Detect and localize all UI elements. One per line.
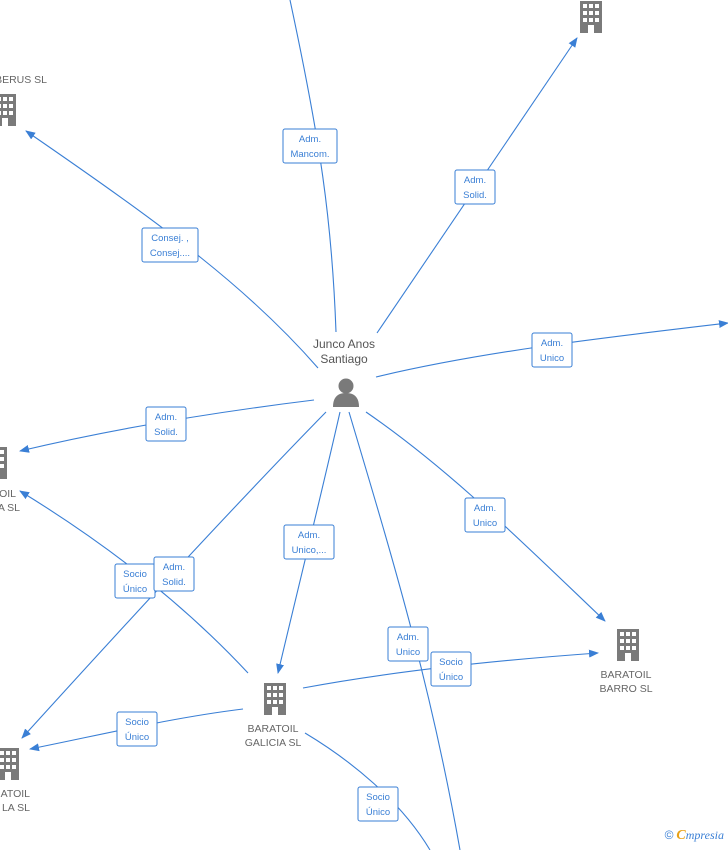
edge-label-socio-bl[interactable]: Socio Único [116,711,158,747]
edge-label-line2: Único [123,584,147,595]
company-name-line1: BARATOIL [248,723,299,735]
edge-label-solid-left[interactable]: Adm. Solid. [145,406,187,442]
edge-label-consej[interactable]: Consej. , Consej.... [141,227,199,263]
edge-label-line1: Socio [123,569,147,580]
building-icon [264,683,286,715]
edge-label-line1: Adm. [464,175,486,186]
edge-label-unico-right[interactable]: Adm. Unico [531,332,573,368]
building-icon [0,94,16,126]
company-node-top[interactable] [580,1,602,33]
company-node-berus[interactable]: BERUS SL [0,74,47,126]
edge-label-unico-barro[interactable]: Adm. Unico [464,497,506,533]
edge-label-line2: Solid. [162,577,186,588]
company-name-line2: GALICIA SL [245,737,302,749]
person-name-line1: Junco Anos [313,337,375,351]
edge-label-line1: Adm. [474,503,496,514]
company-name-line1: ATOIL [1,788,31,800]
edge-label-socio-barro[interactable]: Socio Único [430,651,472,687]
brand-name: mpresia [685,828,724,842]
edge-label-unico-galicia[interactable]: Adm. Unico,... [283,524,335,560]
edge-label-mancom[interactable]: Adm. Mancom. [282,128,338,164]
edge-label-line2: Unico,... [292,545,327,556]
edge-label-line1: Socio [366,792,390,803]
edge-label-line1: Adm. [163,562,185,573]
edge-label-line1: Adm. [397,632,419,643]
edge-label-line1: Adm. [299,134,321,145]
nodes: Junco Anos Santiago BERUS SL TOIL A SL A… [0,1,653,814]
edge-label-solid-top[interactable]: Adm. Solid. [454,169,496,205]
edge-label-socio-left[interactable]: Socio Único [114,563,156,599]
edge-label-line1: Adm. [298,530,320,541]
company-node-barro[interactable]: BARATOIL BARRO SL [599,629,653,695]
edge-label-line1: Consej. , [151,233,189,244]
person-node[interactable]: Junco Anos Santiago [313,337,375,407]
edge-label-line1: Adm. [541,338,563,349]
brand-initial: C [676,828,686,843]
company-name-line2: BARRO SL [599,683,652,695]
edge-label-line1: Adm. [155,412,177,423]
building-icon [0,447,7,479]
edge-socio-bottom [304,732,431,850]
building-icon [617,629,639,661]
edge-label-line2: Mancom. [290,149,329,160]
company-node-left-mid[interactable]: TOIL A SL [0,447,20,514]
edge-label-line1: Socio [125,717,149,728]
building-icon [0,748,19,780]
edge-label-line2: Unico [396,647,420,658]
company-name-line1: BERUS SL [0,74,47,86]
empresia-watermark: © Cmpresia [665,828,724,844]
edge-mancom [289,0,337,333]
edge-label-line2: Consej.... [150,248,190,259]
edge-label-line2: Solid. [154,427,178,438]
company-name-line1: BARATOIL [601,669,652,681]
edge-label-solid-mid[interactable]: Adm. Solid. [153,556,195,592]
company-name-line2: LA SL [2,802,30,814]
person-icon [333,378,359,407]
building-icon [580,1,602,33]
edge-label-line2: Unico [540,353,564,364]
person-name-line2: Santiago [320,352,368,366]
edge-label-line2: Único [366,807,390,818]
company-node-bottom-left[interactable]: ATOIL LA SL [0,748,30,814]
edge-label-unico-bottom[interactable]: Adm. Unico [387,626,429,662]
company-node-galicia[interactable]: BARATOIL GALICIA SL [245,683,302,749]
edge-label-socio-bottom[interactable]: Socio Único [357,786,399,822]
edge-label-line2: Único [439,672,463,683]
edge-consej [25,130,319,369]
company-name-line2: A SL [0,502,20,514]
edge-label-line2: Único [125,732,149,743]
edge-label-line1: Socio [439,657,463,668]
edge-labels: Adm. Mancom. Adm. Solid. Consej. , Conse… [114,128,573,822]
edge-unico-bottom [348,411,461,850]
edge-label-line2: Solid. [463,190,487,201]
edge-label-line2: Unico [473,518,497,529]
copyright-symbol: © [664,828,674,842]
company-name-line1: TOIL [0,488,16,500]
